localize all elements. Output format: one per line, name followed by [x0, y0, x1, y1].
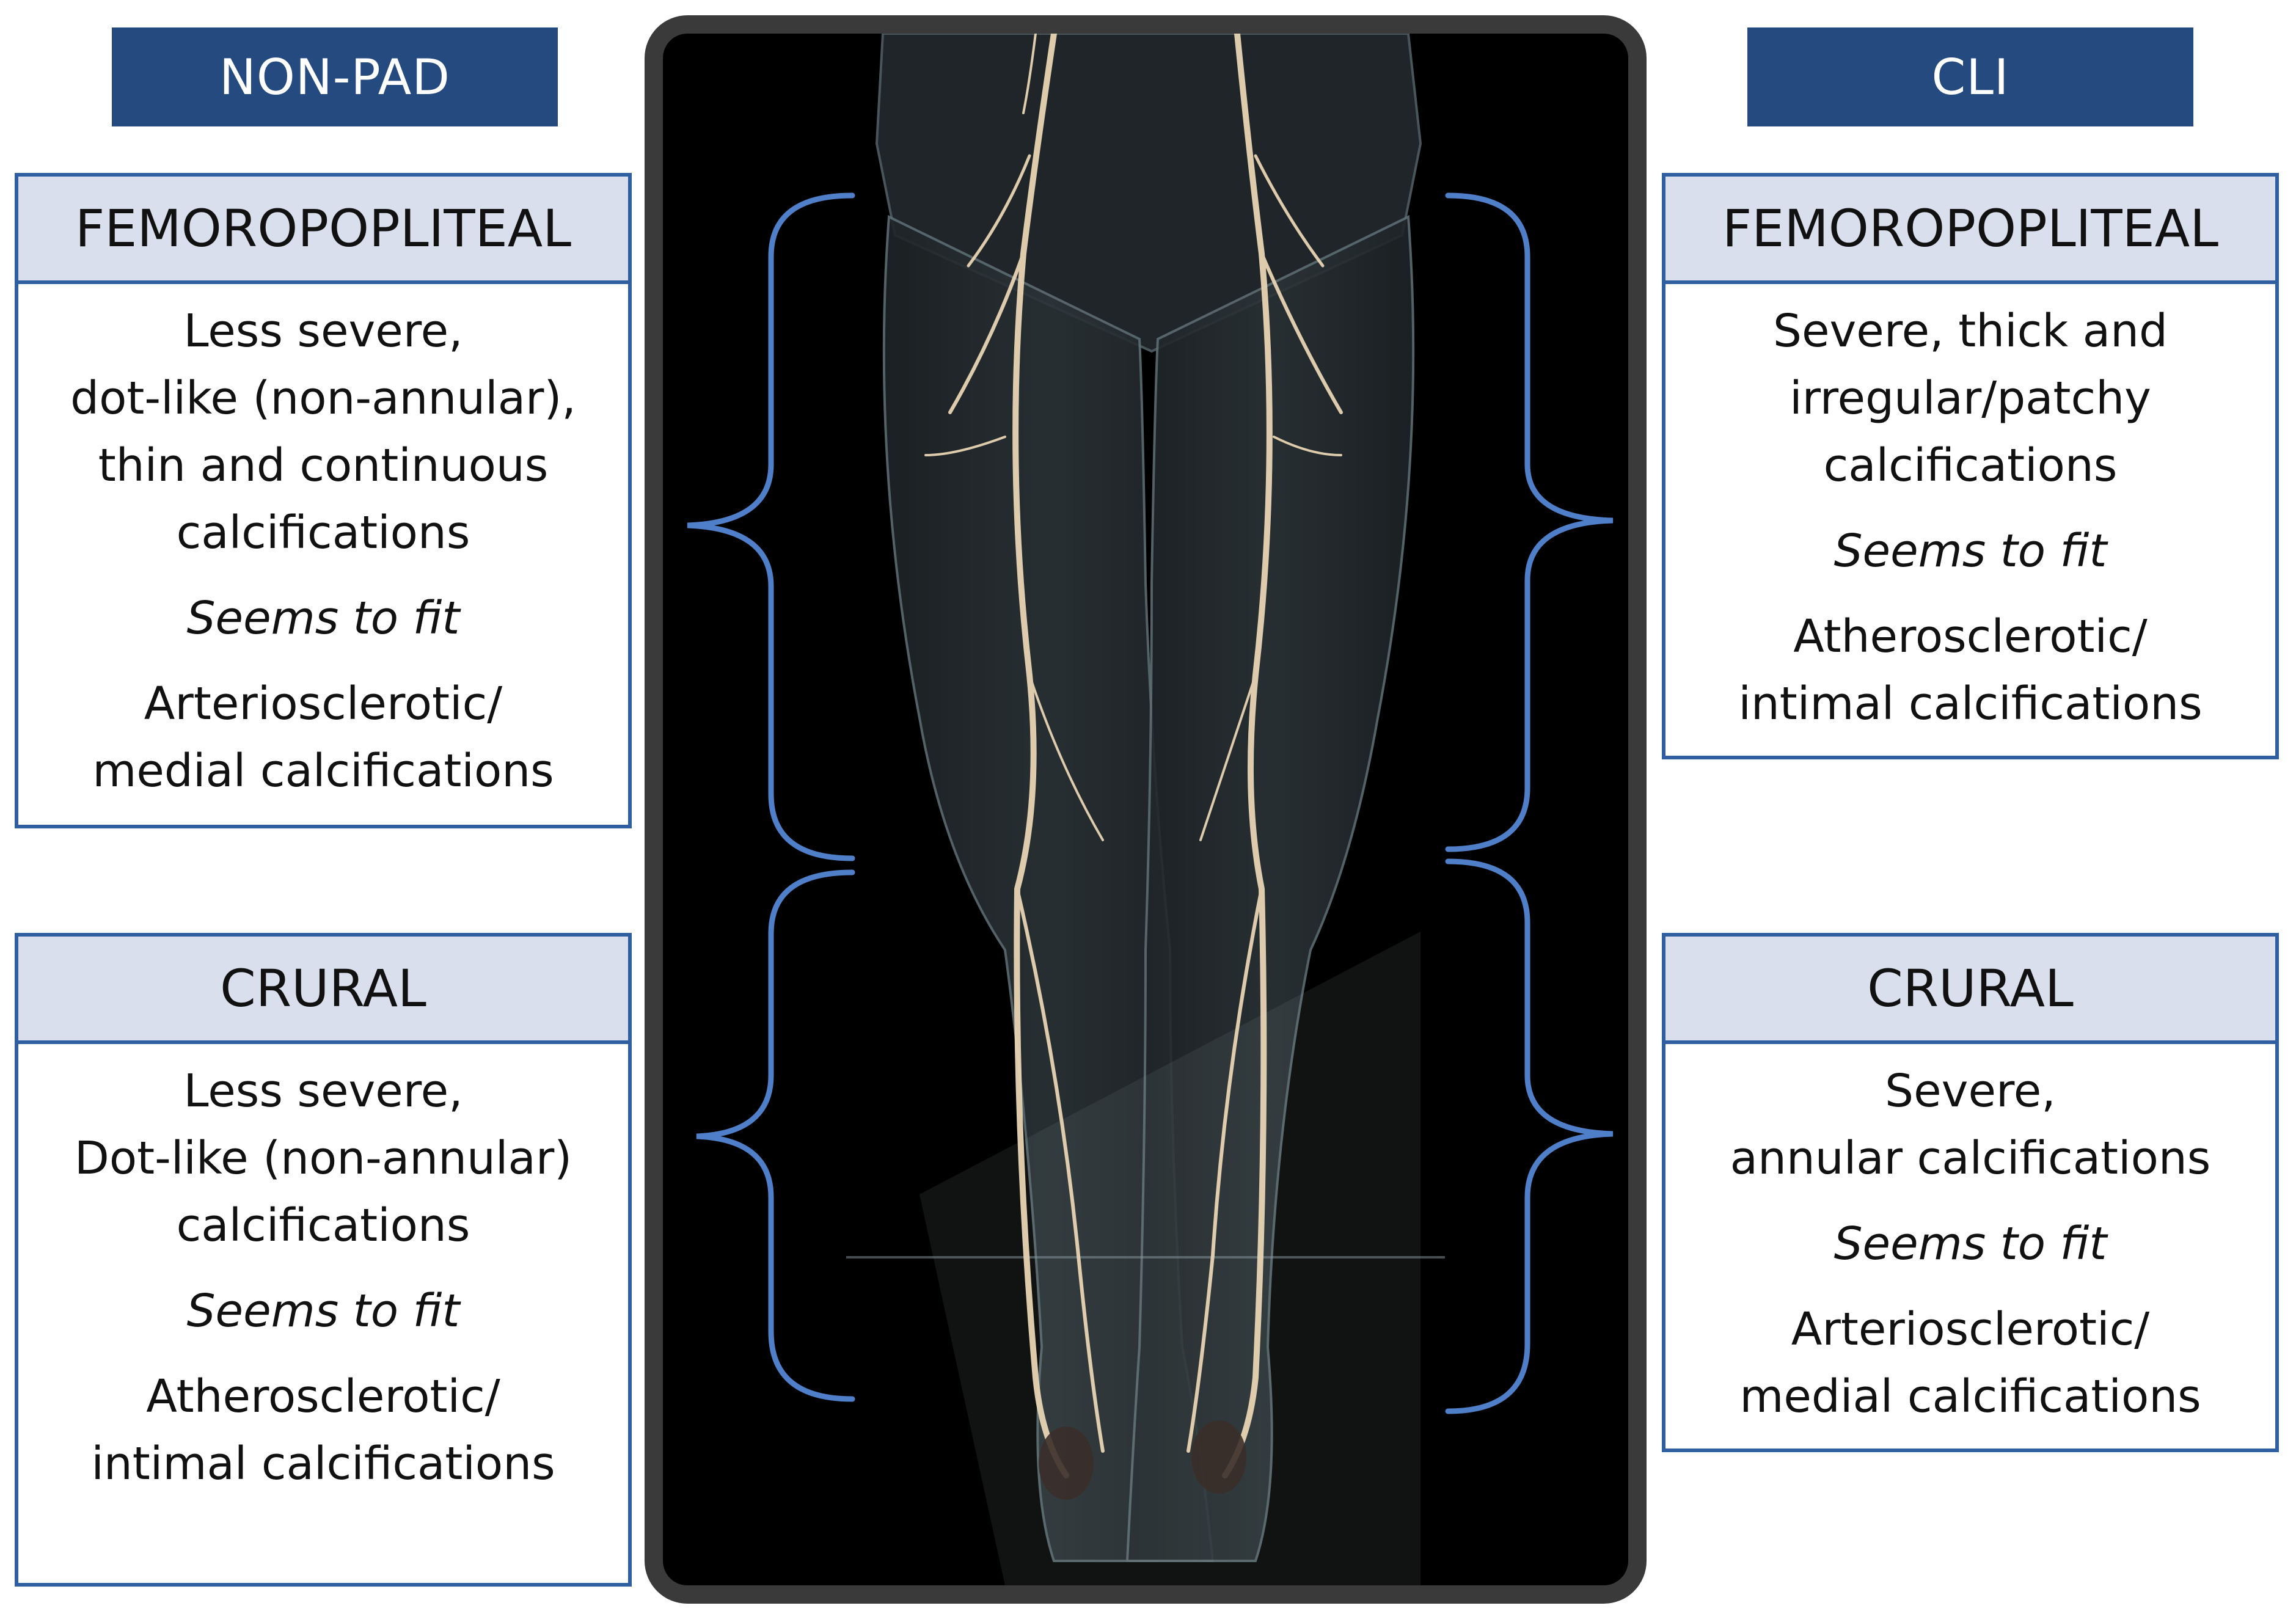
panel-title: FEMOROPOPLITEAL — [1665, 177, 2275, 284]
description-line: Severe, — [1885, 1065, 2056, 1117]
panel-title: FEMOROPOPLITEAL — [18, 177, 628, 284]
seems-to-fit-label: Seems to fit — [186, 592, 460, 645]
cli-crural-panel: CRURAL Severe, annular calcifications Se… — [1662, 933, 2279, 1452]
cli-header: CLI — [1747, 27, 2193, 126]
conclusion-line: medial calcifications — [1739, 1370, 2201, 1423]
description-line: irregular/patchy — [1790, 372, 2151, 425]
cli-femoropopliteal-panel: FEMOROPOPLITEAL Severe, thick and irregu… — [1662, 173, 2279, 759]
description-line: dot-like (non-annular), — [70, 372, 576, 425]
description-line: thin and continuous — [98, 439, 549, 492]
panel-body: Severe, thick and irregular/patchy calci… — [1665, 284, 2275, 737]
conclusion-line: Arteriosclerotic/ — [1791, 1303, 2150, 1356]
conclusion-line: Atherosclerotic/ — [1793, 610, 2148, 663]
description-line: Severe, thick and — [1773, 305, 2168, 357]
seems-to-fit-label: Seems to fit — [186, 1285, 460, 1337]
right-arterial-tree — [1186, 34, 1343, 1478]
description-line: calcifications — [1823, 439, 2118, 492]
non-pad-header: NON-PAD — [112, 27, 558, 126]
description-line: annular calcifications — [1730, 1132, 2211, 1185]
left-arterial-tree — [924, 34, 1105, 1478]
conclusion-line: Arteriosclerotic/ — [144, 678, 503, 730]
ct-angiography-image — [663, 34, 1628, 1585]
panel-title: CRURAL — [1665, 937, 2275, 1044]
legs-vessel-illustration — [846, 34, 1445, 1585]
conclusion-line: intimal calcifications — [1738, 678, 2203, 730]
panel-title: CRURAL — [18, 937, 628, 1044]
description-line: calcifications — [176, 1199, 470, 1252]
non-pad-femoropopliteal-panel: FEMOROPOPLITEAL Less severe, dot-like (n… — [15, 173, 632, 828]
seems-to-fit-label: Seems to fit — [1834, 525, 2107, 577]
description-line: Less severe, — [183, 1065, 463, 1117]
description-line: Less severe, — [183, 305, 463, 357]
non-pad-crural-panel: CRURAL Less severe, Dot-like (non-annula… — [15, 933, 632, 1587]
description-line: Dot-like (non-annular) — [74, 1132, 572, 1185]
conclusion-line: medial calcifications — [92, 745, 554, 797]
left-ankle — [1039, 1427, 1094, 1500]
conclusion-line: Atherosclerotic/ — [146, 1370, 500, 1423]
right-ankle — [1191, 1420, 1246, 1494]
description-line: calcifications — [176, 506, 470, 559]
conclusion-line: intimal calcifications — [91, 1438, 555, 1490]
panel-body: Less severe, dot-like (non-annular), thi… — [18, 284, 628, 805]
seems-to-fit-label: Seems to fit — [1834, 1218, 2107, 1270]
right-leg-silhouette — [1125, 214, 1415, 1562]
panel-body: Less severe, Dot-like (non-annular) calc… — [18, 1044, 628, 1497]
panel-body: Severe, annular calcifications Seems to … — [1665, 1044, 2275, 1430]
